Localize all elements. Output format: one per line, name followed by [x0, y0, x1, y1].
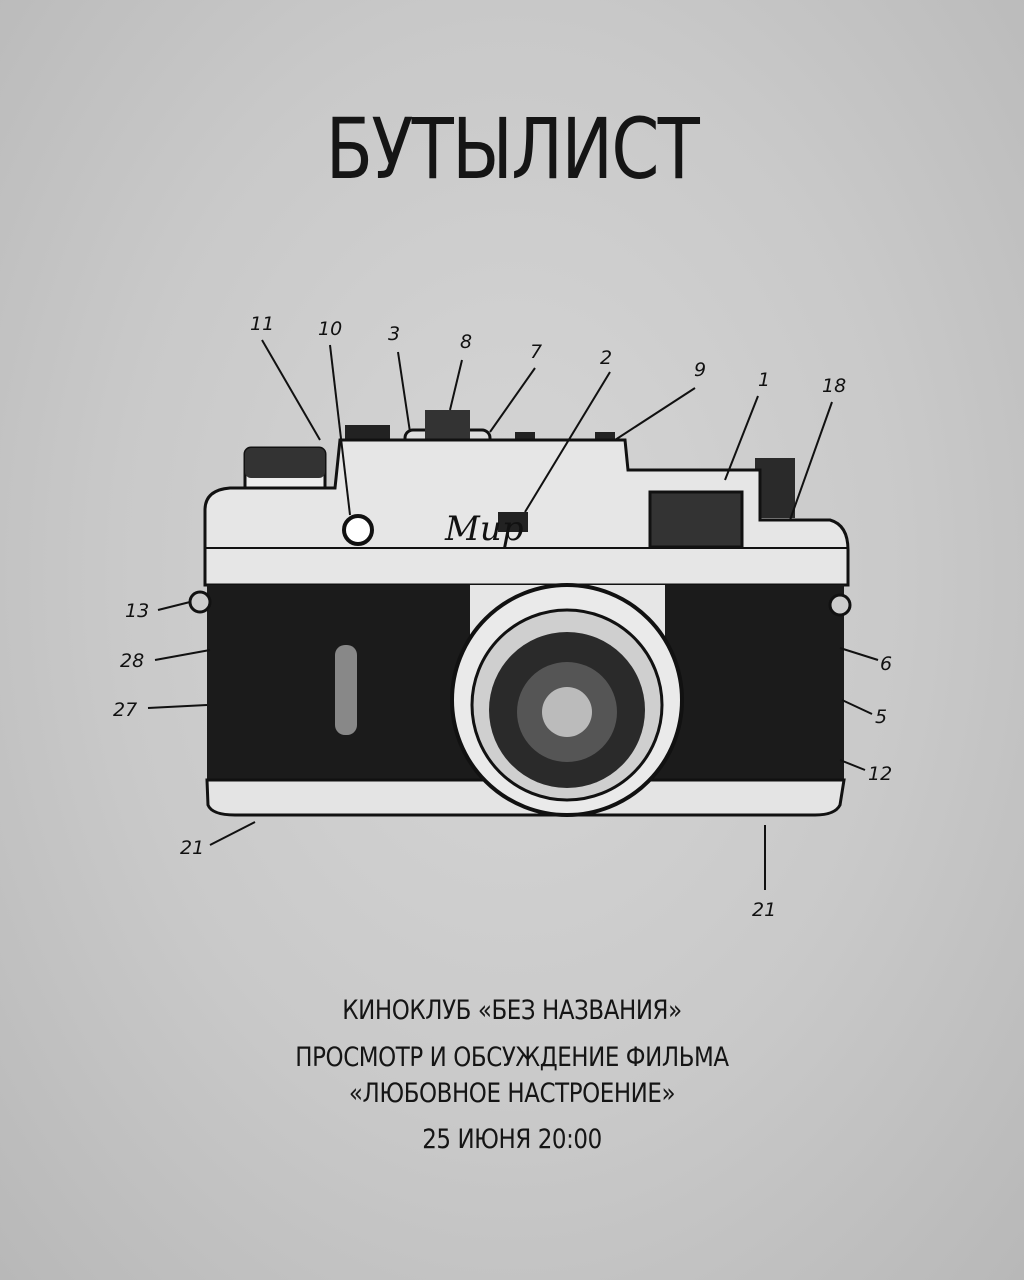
callout-leader-line — [524, 371, 611, 513]
event-datetime: 25 ИЮНЯ 20:00 — [422, 1124, 602, 1155]
callout-number-21: 21 — [180, 837, 204, 859]
callout-leader-line — [397, 351, 411, 433]
strap-lug-left — [188, 590, 212, 614]
callout-number-28: 28 — [120, 650, 144, 672]
rangefinder-window — [498, 512, 528, 532]
viewfinder-window — [648, 490, 744, 549]
callout-leader-line — [329, 344, 351, 516]
callout-leader-line — [839, 759, 866, 771]
callout-leader-line — [724, 395, 759, 481]
callout-number-12: 12 — [868, 763, 892, 785]
callout-leader-line — [489, 367, 536, 433]
callout-number-11: 11 — [250, 313, 274, 335]
flash-sync-socket — [342, 514, 374, 546]
callout-number-10: 10 — [318, 318, 342, 340]
callout-leader-line — [789, 401, 833, 521]
callout-leader-line — [209, 821, 256, 846]
strap-lug-right — [828, 593, 852, 617]
callout-leader-line — [449, 359, 463, 411]
callout-number-9: 9 — [694, 359, 706, 381]
callout-number-21: 21 — [752, 899, 776, 921]
callout-leader-line — [839, 647, 879, 661]
callout-leader-line — [154, 649, 211, 661]
brand-script: Мир — [444, 509, 523, 549]
callout-number-5: 5 — [875, 706, 887, 728]
callout-number-6: 6 — [880, 653, 892, 675]
callout-number-3: 3 — [388, 323, 400, 345]
callout-number-27: 27 — [113, 699, 137, 721]
event-description: ПРОСМОТР И ОБСУЖДЕНИЕ ФИЛЬМА — [295, 1042, 729, 1073]
callout-leader-line — [841, 699, 873, 715]
callout-leader-line — [614, 387, 696, 441]
club-name: КИНОКЛУБ «БЕЗ НАЗВАНИЯ» — [342, 995, 682, 1026]
callout-number-7: 7 — [530, 341, 542, 363]
callout-leader-line — [147, 704, 208, 709]
callout-number-13: 13 — [125, 600, 149, 622]
film-title: «ЛЮБОВНОЕ НАСТРОЕНИЕ» — [348, 1078, 676, 1109]
callout-leader-line — [157, 601, 191, 611]
callout-leader-line — [261, 339, 321, 441]
callout-number-18: 18 — [822, 375, 846, 397]
callout-number-1: 1 — [758, 369, 770, 391]
shutter-release-lever — [335, 645, 357, 735]
callout-number-2: 2 — [600, 347, 612, 369]
lens — [450, 583, 684, 817]
poster-title: БУТЫЛИСТ — [325, 100, 700, 198]
advance-knob — [755, 458, 795, 518]
callout-number-8: 8 — [460, 331, 472, 353]
